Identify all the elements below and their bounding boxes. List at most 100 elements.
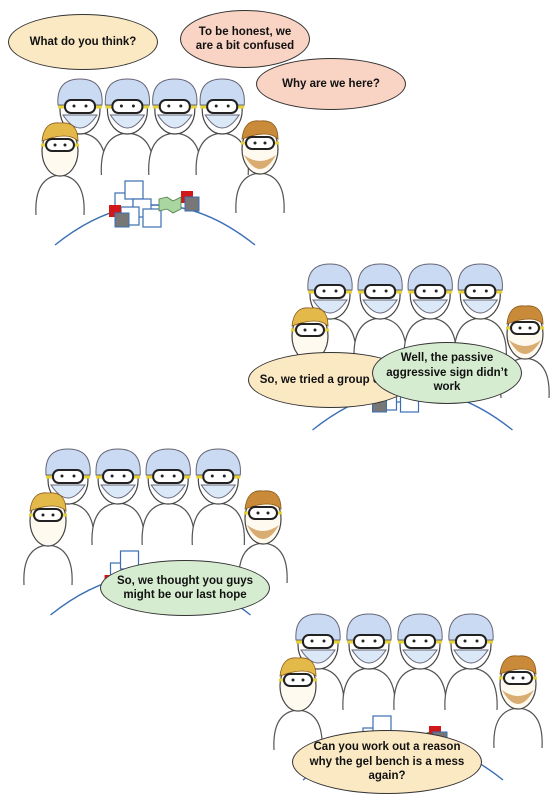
face-mask [351,649,387,664]
eye [313,328,317,332]
bubble-text: Can you work out a reason why the gel be… [309,741,465,783]
bubble-text: What do you think? [29,35,137,48]
lab-coat [148,132,202,176]
grey-block [184,196,200,212]
masked-scientist [353,263,407,361]
hair-cap [307,263,353,291]
hair-cap [104,78,150,106]
speech-bubble-why-are-we-here: Why are we here? [256,58,406,110]
grey-block [114,212,130,228]
goggles-icon [364,284,397,299]
tube-rack [158,196,182,214]
eye [475,639,479,643]
face-mask [453,649,489,664]
bearded-scientist [238,490,288,584]
masked-scientist [141,448,195,546]
eye [253,141,257,145]
hair-cap [199,78,245,106]
eye [511,676,515,680]
eye [424,639,428,643]
goggles-icon [52,469,84,484]
goggles-icon [510,321,540,335]
hair [499,655,537,675]
masked-scientist [444,613,498,711]
gel-box [142,208,162,228]
hair [241,120,279,140]
hair-cap [57,78,103,106]
beard [509,340,541,354]
eye [373,639,377,643]
hair-cap [346,613,392,641]
eye [263,141,267,145]
eye [463,639,467,643]
face-mask [462,299,499,314]
goggles-icon [414,284,447,299]
face-mask [412,299,449,314]
goggles-icon [503,671,533,685]
goggles-icon [245,136,275,150]
eye [226,104,230,108]
eye [322,639,326,643]
lab-coat [342,667,396,711]
masked-scientist [393,613,447,711]
face-mask [200,484,237,499]
gel-bench [54,180,256,246]
blond-scientist [23,492,73,586]
hair-cap [357,263,403,291]
lab-coat [195,132,249,176]
hair-cap [95,448,141,476]
beard [244,155,276,169]
eye [214,104,218,108]
bubble-text: Well, the passive aggressive sign didn’t… [386,352,508,394]
eye [63,143,67,147]
eye [179,104,183,108]
lab-coat [444,667,498,711]
bearded-scientist [235,120,285,214]
eye [422,289,426,293]
goggles-icon [404,634,436,649]
bubble-text: Why are we here? [282,77,380,90]
lab-coat [100,132,155,176]
lab-coat [141,502,195,546]
comic-panel-3: So, we thought you guys might be our las… [0,420,560,616]
hair-cap [448,613,494,641]
masked-scientist [91,448,145,546]
eye [372,289,376,293]
hair-cap [145,448,191,476]
hair-cap [45,448,91,476]
bubble-text: So, we tried a group email [259,373,403,386]
eye [528,326,532,330]
goggles-icon [45,138,75,152]
eye [266,511,270,515]
hair [291,307,329,327]
hair [279,657,317,677]
goggles-icon [202,469,235,484]
hair-cap [407,263,453,291]
goggles-icon [353,634,385,649]
scene-4 [273,613,543,781]
bench-edge [54,204,256,246]
eye [160,474,164,478]
eye [167,104,171,108]
eye [51,513,55,517]
goggles-icon [111,99,144,114]
bearded-scientist [493,655,543,749]
lab-coat [191,502,245,546]
face-mask [109,114,146,129]
goggles-icon [302,634,334,649]
eye [53,143,57,147]
eye [110,474,114,478]
scene-1 [35,78,285,246]
goggles-icon [152,469,185,484]
masked-scientist [303,263,357,361]
eye [310,639,314,643]
eye [72,474,76,478]
eye [222,474,226,478]
comic-panel-1: What do you think? To be honest, we are … [0,0,560,246]
goggles-icon [295,323,325,337]
speech-bubble-confused: To be honest, we are a bit confused [180,10,310,68]
hair [506,305,544,325]
eye [119,104,123,108]
eye [361,639,365,643]
face-mask [100,484,137,499]
